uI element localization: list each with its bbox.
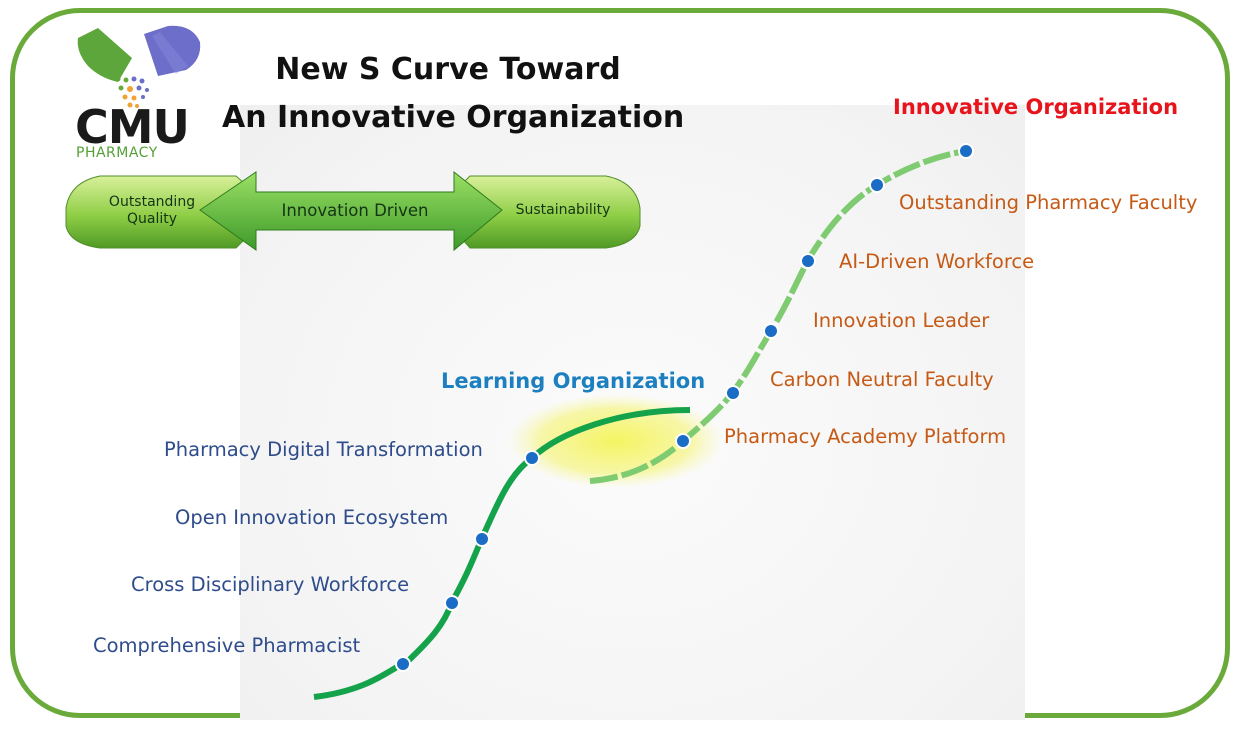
milestone-dot: [395, 656, 411, 672]
banner-left-label: Outstanding Quality: [108, 194, 196, 227]
milestone-dots: [395, 143, 974, 672]
milestone-label: Carbon Neutral Faculty: [770, 368, 994, 391]
milestone-label: Innovation Leader: [813, 309, 990, 332]
transition-highlight: [508, 394, 724, 488]
milestone-dot: [474, 531, 490, 547]
banner-right-label: Sustainability: [515, 202, 611, 218]
learning-organization-label: Learning Organization: [441, 369, 706, 393]
milestone-dot: [763, 323, 779, 339]
milestone-dot: [444, 595, 460, 611]
banner-center-label: Innovation Driven: [281, 201, 429, 220]
page-title-line-1: New S Curve Toward: [275, 52, 621, 87]
milestone-label: Pharmacy Academy Platform: [724, 425, 1007, 448]
milestone-label: Outstanding Pharmacy Faculty: [899, 191, 1198, 214]
logo-wordmark: CMU: [75, 100, 190, 154]
innovative-organization-label: Innovative Organization: [893, 95, 1179, 119]
milestone-label: Pharmacy Digital Transformation: [164, 438, 483, 461]
milestone-label: Comprehensive Pharmacist: [93, 634, 361, 657]
page-title-line-2: An Innovative Organization: [222, 100, 685, 135]
milestone-label: Cross Disciplinary Workforce: [131, 573, 410, 596]
milestone-dot: [869, 177, 885, 193]
logo-subtitle: PHARMACY: [76, 145, 158, 161]
logo-dots-icon: [115, 76, 149, 108]
milestone-label: AI-Driven Workforce: [839, 250, 1035, 273]
banner-arrows: [65, 170, 641, 252]
milestone-dot: [800, 253, 816, 269]
milestone-label: Open Innovation Ecosystem: [175, 506, 449, 529]
logo-pill-icon: [77, 25, 201, 82]
milestone-dot: [524, 450, 540, 466]
milestone-dot: [725, 385, 741, 401]
milestone-dot: [675, 433, 691, 449]
milestone-dot: [958, 143, 974, 159]
